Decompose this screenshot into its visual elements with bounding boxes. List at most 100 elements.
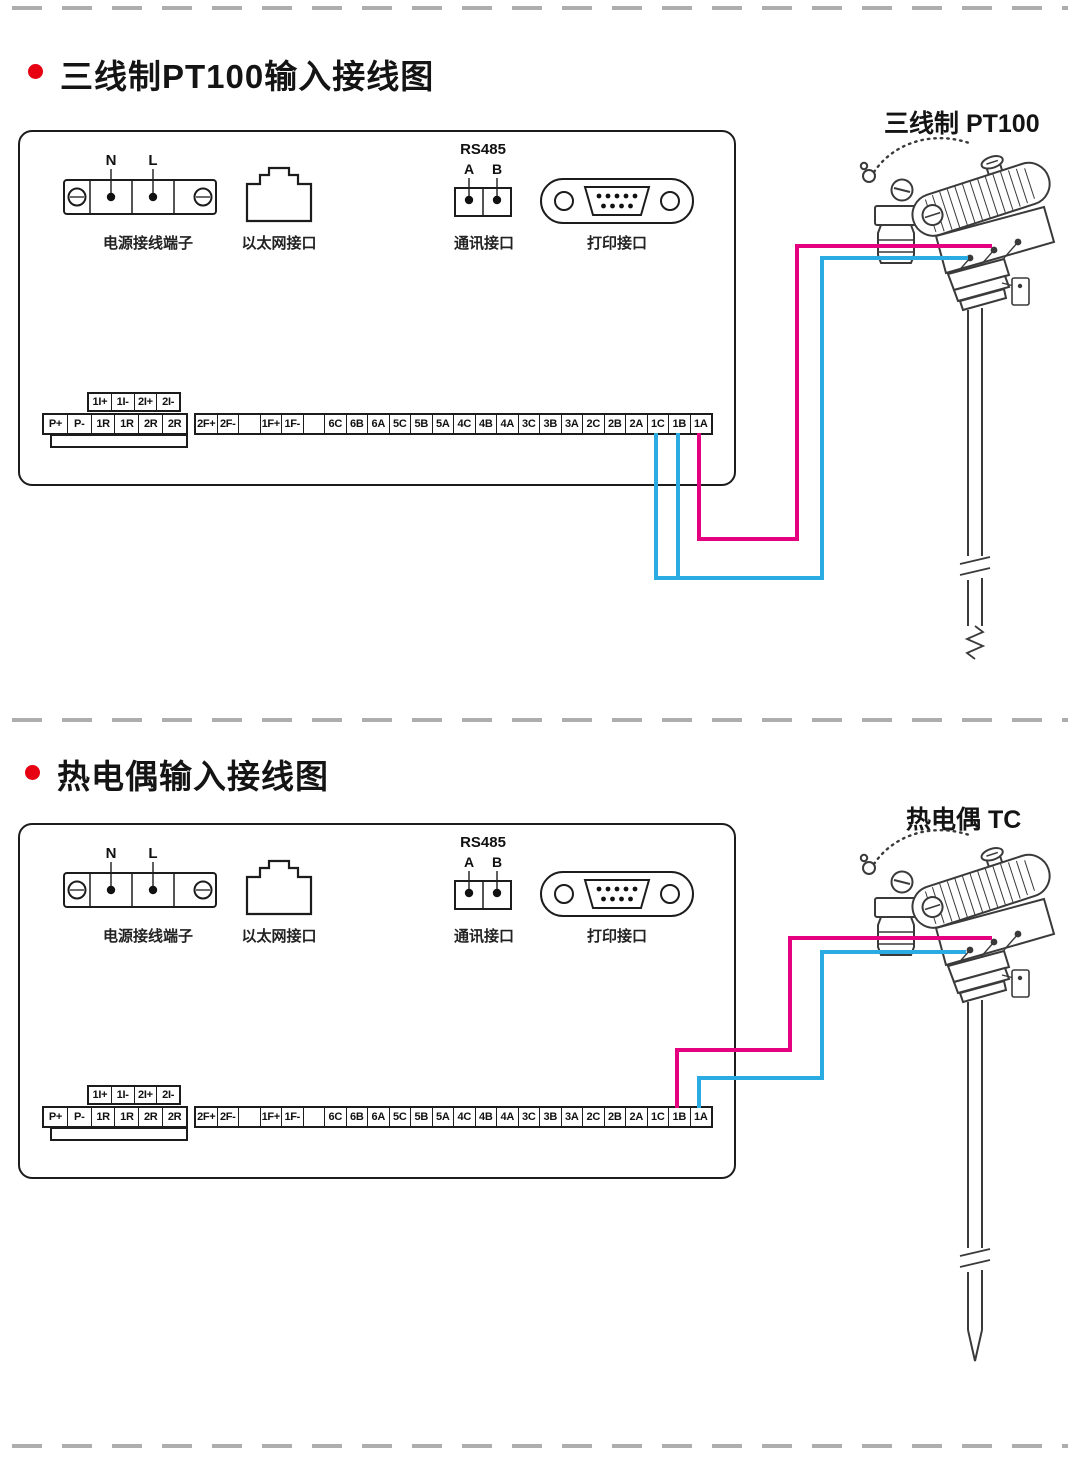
terminal-cell: 5B bbox=[410, 415, 432, 433]
terminal-cell: 4C bbox=[453, 415, 475, 433]
terminal-cell: 2A bbox=[625, 415, 647, 433]
tc-wire-magenta-seg bbox=[788, 936, 792, 1052]
terminal-cell: 2R bbox=[162, 1108, 186, 1126]
terminal-cell: 3A bbox=[560, 1108, 583, 1126]
rs485-port-icon: RS485 A B bbox=[454, 141, 512, 217]
terminal-cell: P+ bbox=[48, 418, 62, 430]
terminal-cell: 2A bbox=[625, 1108, 647, 1126]
terminal-cell: 2C bbox=[582, 1108, 604, 1126]
recorder-rear-panel-tc: N L 电源接线端子 以太网接口 RS485 A bbox=[18, 823, 736, 1179]
section-bullet-icon bbox=[25, 765, 40, 780]
pt100-sensor-label: 三线制 PT100 bbox=[884, 110, 1040, 138]
terminal-cell: 1R bbox=[114, 415, 138, 433]
terminal-cell: 1F+ bbox=[259, 1108, 282, 1126]
terminal-cell bbox=[302, 415, 325, 433]
rs485-a-label: A bbox=[464, 161, 474, 177]
terminal-cell: 4C bbox=[453, 1108, 475, 1126]
ethernet-port-label: 以太网接口 bbox=[241, 235, 317, 252]
terminal-cell: P- bbox=[66, 415, 91, 433]
terminal-cell: 2B bbox=[603, 415, 626, 433]
tc-wire-blue-seg bbox=[697, 1076, 701, 1108]
power-l-label: L bbox=[148, 845, 157, 862]
pt100-wire-blue-seg bbox=[676, 433, 680, 580]
terminal-cell: P- bbox=[66, 1108, 91, 1126]
recorder-rear-panel-pt100: N L 电源接线端子 以太网接口 RS485 bbox=[18, 130, 736, 486]
terminal-cell: 1F- bbox=[281, 415, 303, 433]
terminal-cell: 6C bbox=[324, 415, 346, 433]
terminal-cell: 1I- bbox=[110, 1087, 134, 1103]
terminal-cell: 2I+ bbox=[133, 1087, 157, 1103]
terminal-cell bbox=[302, 1108, 325, 1126]
printer-port-label: 打印接口 bbox=[586, 928, 648, 945]
terminal-cell: 4A bbox=[496, 415, 518, 433]
pt100-wire-magenta-seg bbox=[697, 537, 799, 541]
pt100-wire-blue-seg bbox=[820, 256, 968, 260]
terminal-cell: 1I+ bbox=[92, 396, 108, 408]
terminal-cell: 2R bbox=[138, 1108, 162, 1126]
terminal-cell: 2F+ bbox=[197, 1111, 216, 1123]
terminal-cell: 3B bbox=[539, 1108, 561, 1126]
terminal-strip-aux: 1I+1I-2I+2I- bbox=[87, 1085, 181, 1105]
terminal-cell: 2F- bbox=[216, 1108, 239, 1126]
terminal-cell: 6B bbox=[345, 415, 368, 433]
pt100-wire-magenta-seg bbox=[697, 433, 701, 539]
tc-wire-blue-seg bbox=[820, 950, 824, 1080]
terminal-cell: 1R bbox=[90, 415, 115, 433]
terminal-cell: 2R bbox=[138, 415, 162, 433]
terminal-cell: 3C bbox=[517, 415, 540, 433]
terminal-cell bbox=[238, 1108, 260, 1126]
terminal-strip-aux: 1I+1I-2I+2I- bbox=[87, 392, 181, 412]
terminal-cell: 5A bbox=[431, 1108, 454, 1126]
terminal-cell: 5C bbox=[388, 1108, 411, 1126]
terminal-cell: 1I- bbox=[110, 394, 134, 410]
terminal-cell: P+ bbox=[48, 1111, 62, 1123]
comm-port-label: 通讯接口 bbox=[453, 928, 515, 945]
terminal-cell: 1F+ bbox=[259, 415, 282, 433]
terminal-cell: 5C bbox=[388, 415, 411, 433]
terminal-cell: 1R bbox=[114, 1108, 138, 1126]
pt100-wire-blue-seg bbox=[654, 433, 658, 580]
terminal-cell: 2F+ bbox=[197, 418, 216, 430]
terminal-cell: 4B bbox=[474, 415, 497, 433]
terminal-cell: 2F- bbox=[216, 415, 239, 433]
tc-wire-blue-seg bbox=[697, 1076, 824, 1080]
rs485-a-label: A bbox=[464, 854, 474, 870]
terminal-cell: 2C bbox=[582, 415, 604, 433]
comm-port-label: 通讯接口 bbox=[453, 235, 515, 252]
terminal-cell: 1R bbox=[90, 1108, 115, 1126]
terminal-cell: 5A bbox=[431, 415, 454, 433]
terminal-cell bbox=[238, 415, 260, 433]
pt100-wire-magenta-seg bbox=[795, 244, 992, 248]
dashed-divider-top bbox=[12, 6, 1068, 10]
ethernet-port-label: 以太网接口 bbox=[241, 928, 317, 945]
power-terminal-icon: N L bbox=[63, 845, 217, 908]
terminal-underbox bbox=[50, 434, 188, 448]
rs485-port-icon: RS485 A B bbox=[454, 834, 512, 910]
terminal-cell: 2R bbox=[162, 415, 186, 433]
dashed-divider-middle bbox=[12, 718, 1068, 722]
pt100-wire-magenta-seg bbox=[795, 244, 799, 541]
terminal-cell: 1B bbox=[668, 1108, 690, 1126]
terminal-cell: 3A bbox=[560, 415, 583, 433]
section-bullet-icon bbox=[28, 64, 43, 79]
ethernet-port-icon bbox=[245, 859, 313, 916]
terminal-underbox bbox=[50, 1127, 188, 1141]
terminal-cell: 1C bbox=[646, 1108, 669, 1126]
power-terminal-icon: N L bbox=[63, 152, 217, 215]
ethernet-port-icon bbox=[245, 166, 313, 223]
terminal-cell: 6A bbox=[367, 1108, 389, 1126]
rs485-b-label: B bbox=[492, 854, 502, 870]
terminal-cell: 1F- bbox=[281, 1108, 303, 1126]
section2-title: 热电偶输入接线图 bbox=[57, 758, 329, 795]
terminal-cell: 1C bbox=[646, 415, 669, 433]
terminal-cell: 2I+ bbox=[133, 394, 157, 410]
terminal-cell: 2I- bbox=[156, 1087, 179, 1103]
pt100-wire-blue-seg bbox=[820, 256, 824, 580]
terminal-cell: 1I+ bbox=[92, 1089, 108, 1101]
terminal-cell: 1A bbox=[689, 415, 712, 433]
terminal-cell: 4B bbox=[474, 1108, 497, 1126]
tc-sensor-illustration bbox=[859, 828, 1057, 1362]
